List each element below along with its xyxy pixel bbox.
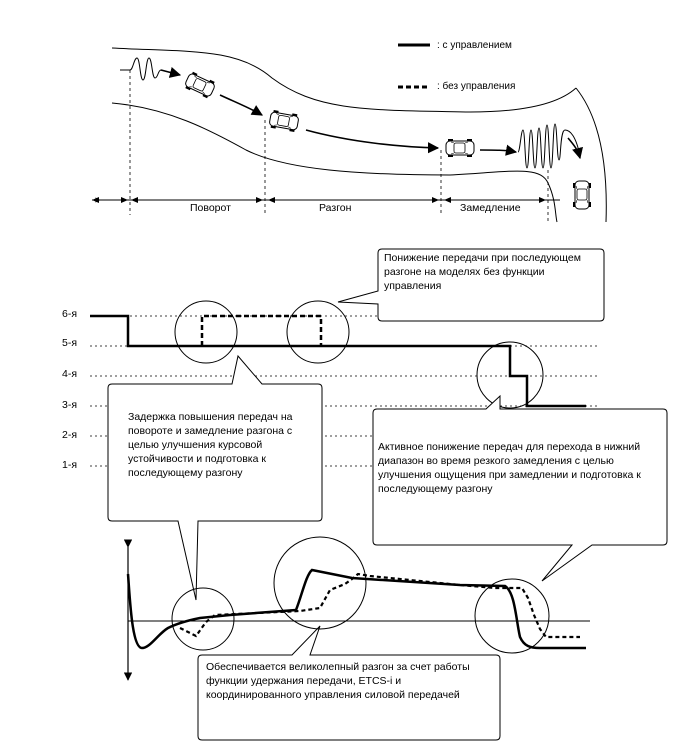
gear-label-5: 5-я bbox=[62, 337, 77, 349]
car-icon-4 bbox=[572, 180, 592, 210]
car-icon-1 bbox=[183, 70, 217, 100]
gear-line-without-control bbox=[200, 314, 323, 346]
highlight-circle-6 bbox=[474, 578, 550, 654]
legend: : с управлением : без управления bbox=[398, 40, 515, 92]
gear-label-4: 4-я bbox=[62, 368, 77, 380]
callout-left-text: Задержка повышения передач на повороте и… bbox=[128, 411, 293, 479]
highlight-circle-5 bbox=[273, 536, 367, 630]
torque-line-with-control bbox=[126, 568, 586, 650]
large-wave bbox=[517, 123, 581, 169]
callout-top-right bbox=[337, 248, 605, 322]
gear-label-6: 6-я bbox=[62, 308, 77, 320]
callout-bottom-text: Обеспечивается великолепный разгон за сч… bbox=[206, 661, 470, 701]
highlight-circle-1 bbox=[174, 300, 238, 364]
phase-axis: Поворот Разгон Замедление bbox=[92, 197, 560, 214]
callout-right bbox=[372, 394, 668, 582]
phase-guides bbox=[129, 70, 549, 222]
legend-without-control: : без управления bbox=[437, 80, 515, 92]
car-icon-3 bbox=[445, 138, 475, 158]
small-wave bbox=[120, 57, 162, 81]
gear-line-with-control bbox=[90, 314, 586, 408]
car-icon-2 bbox=[268, 109, 300, 133]
torque-line-without-control bbox=[179, 572, 580, 639]
callout-left bbox=[107, 354, 323, 601]
phase-acceleration: Разгон bbox=[319, 202, 352, 214]
gear-label-1: 1-я bbox=[62, 459, 77, 471]
highlight-circle-2 bbox=[286, 300, 350, 364]
callout-bottom bbox=[197, 625, 501, 741]
highlight-circle-3 bbox=[476, 341, 544, 409]
highlight-circle-4 bbox=[171, 587, 235, 651]
phase-deceleration: Замедление bbox=[460, 202, 521, 214]
legend-with-control: : с управлением bbox=[437, 40, 512, 51]
gear-label-3: 3-я bbox=[62, 399, 77, 411]
phase-turn: Поворот bbox=[190, 202, 231, 214]
callout-right-text: Активное понижение передач для перехода … bbox=[378, 441, 641, 495]
motion-arrows bbox=[160, 67, 583, 160]
gear-label-2: 2-я bbox=[62, 429, 77, 441]
callout-top-right-text: Понижение передачи при последующем разго… bbox=[384, 252, 581, 292]
gear-labels: 6-я 5-я 4-я 3-я 2-я 1-я bbox=[62, 308, 77, 471]
